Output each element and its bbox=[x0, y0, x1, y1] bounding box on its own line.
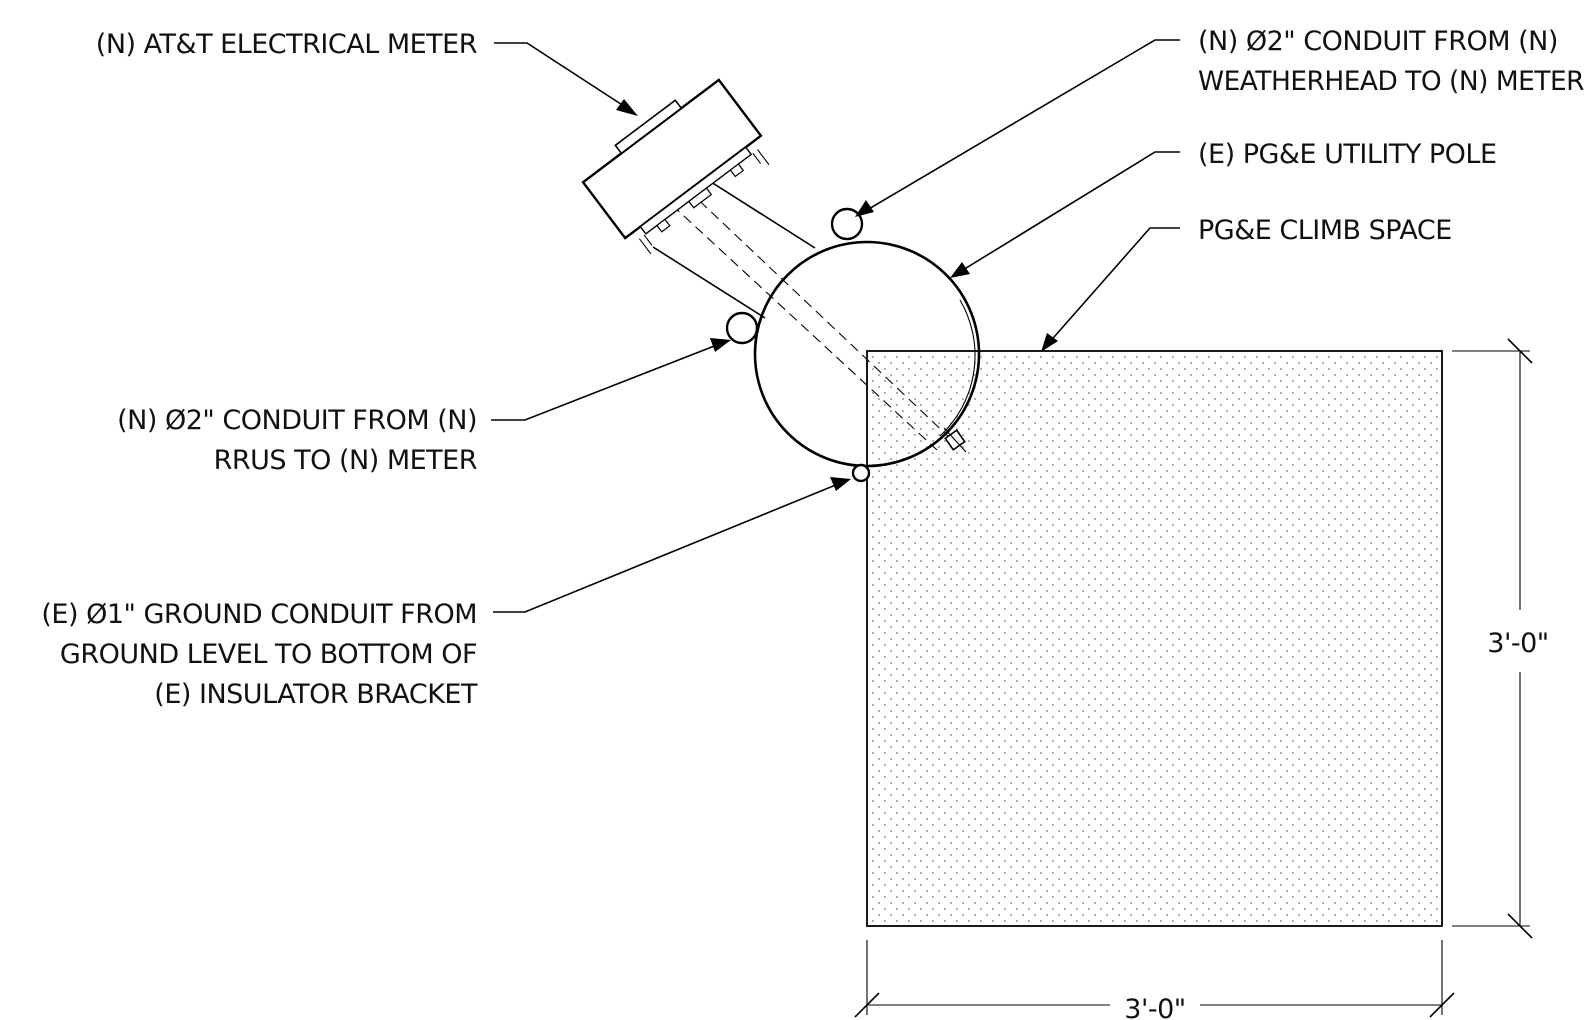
bracket-bolt bbox=[943, 427, 967, 453]
vertical-dimension: 3'-0" bbox=[1452, 338, 1549, 939]
utility-pole-label: (E) PG&E UTILITY POLE bbox=[1198, 139, 1497, 170]
leader-rrus-conduit bbox=[491, 338, 731, 421]
ground-conduit-label-line3: (E) INSULATOR BRACKET bbox=[154, 679, 478, 710]
electrical-meter-box bbox=[581, 78, 770, 255]
ground-conduit-label-line2: GROUND LEVEL TO BOTTOM OF bbox=[60, 639, 477, 670]
leader-ground-conduit bbox=[493, 477, 851, 613]
vertical-dimension-label: 3'-0" bbox=[1487, 628, 1548, 659]
climb-space-area bbox=[866, 350, 1443, 927]
rrus-conduit-label-line1: (N) Ø2" CONDUIT FROM (N) bbox=[117, 405, 477, 436]
utility-pole-circle bbox=[753, 240, 981, 468]
meter-standoff-bracket bbox=[652, 174, 951, 451]
ground-conduit-label-line1: (E) Ø1" GROUND CONDUIT FROM bbox=[41, 599, 477, 630]
rrus-conduit-label-line2: RRUS TO (N) METER bbox=[214, 445, 477, 476]
horizontal-dimension-label: 3'-0" bbox=[1124, 994, 1185, 1020]
horizontal-dimension: 3'-0" bbox=[854, 940, 1455, 1020]
weatherhead-conduit-label-line2: WEATHERHEAD TO (N) METER bbox=[1198, 66, 1584, 97]
weatherhead-conduit-circle bbox=[830, 207, 864, 241]
meter-label: (N) AT&T ELECTRICAL METER bbox=[96, 29, 477, 60]
leader-meter bbox=[494, 42, 638, 116]
climb-space-label: PG&E CLIMB SPACE bbox=[1198, 215, 1452, 246]
leader-utility-pole bbox=[950, 151, 1180, 278]
leader-weatherhead-conduit bbox=[855, 39, 1180, 217]
rrus-conduit-circle bbox=[725, 311, 759, 345]
weatherhead-conduit-label-line1: (N) Ø2" CONDUIT FROM (N) bbox=[1198, 26, 1558, 57]
leader-climb-space bbox=[1041, 227, 1180, 352]
ground-conduit-circle bbox=[851, 463, 871, 483]
